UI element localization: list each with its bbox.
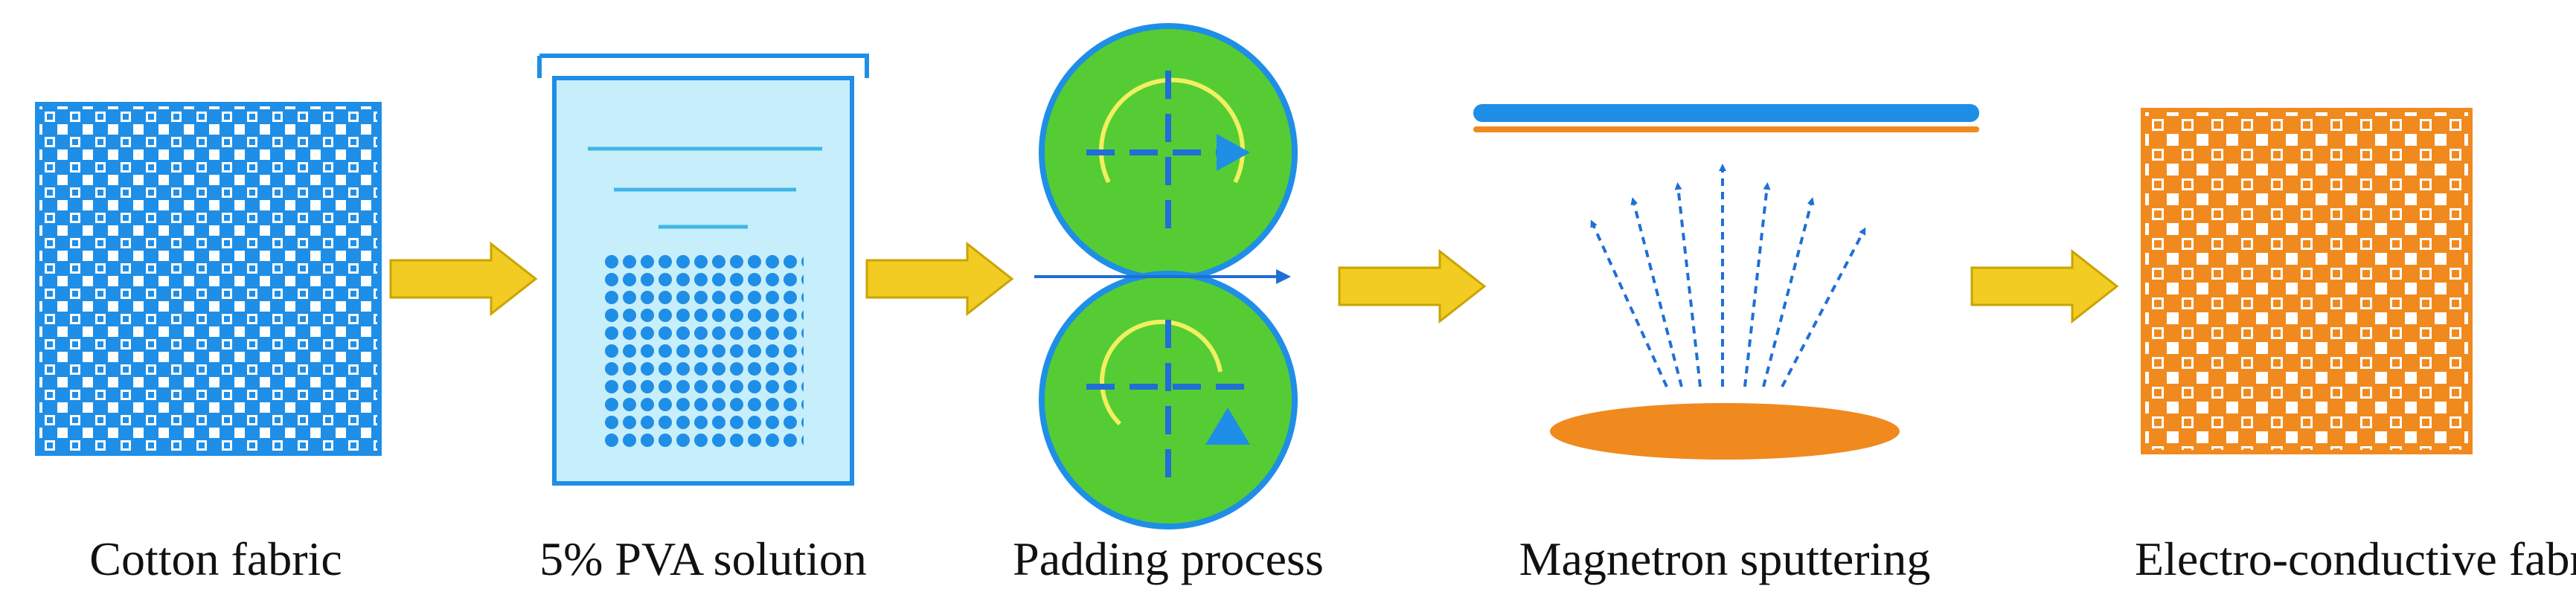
label-pva-solution: 5% PVA solution <box>539 532 867 585</box>
label-padding-process: Padding process <box>1013 532 1324 585</box>
flow-arrow-4 <box>1970 248 2119 324</box>
sputtered-particle-paths <box>1590 164 1866 387</box>
flow-arrow-3 <box>1338 248 1487 324</box>
label-electro-conductive-fabric: Electro-conductive fabric <box>2134 532 2576 585</box>
bottom-roller <box>1039 271 1298 529</box>
fabric-feed-line <box>1034 269 1291 284</box>
label-cotton-fabric: Cotton fabric <box>89 532 342 585</box>
substrate-plate <box>1473 104 1979 122</box>
cotton-fabric-swatch <box>35 102 382 456</box>
coating-layer <box>1473 126 1979 132</box>
conductive-fabric-swatch <box>2141 108 2473 454</box>
pva-solution-beaker <box>537 54 869 486</box>
padding-rollers <box>1034 23 1298 529</box>
flow-arrow-2 <box>865 241 1014 317</box>
top-roller <box>1039 23 1298 282</box>
sputtering-target <box>1550 403 1900 460</box>
label-magnetron-sputtering: Magnetron sputtering <box>1519 532 1931 585</box>
flow-arrow-1 <box>389 241 538 317</box>
magnetron-sputtering <box>1473 104 1979 460</box>
immersed-fabric <box>603 253 804 450</box>
